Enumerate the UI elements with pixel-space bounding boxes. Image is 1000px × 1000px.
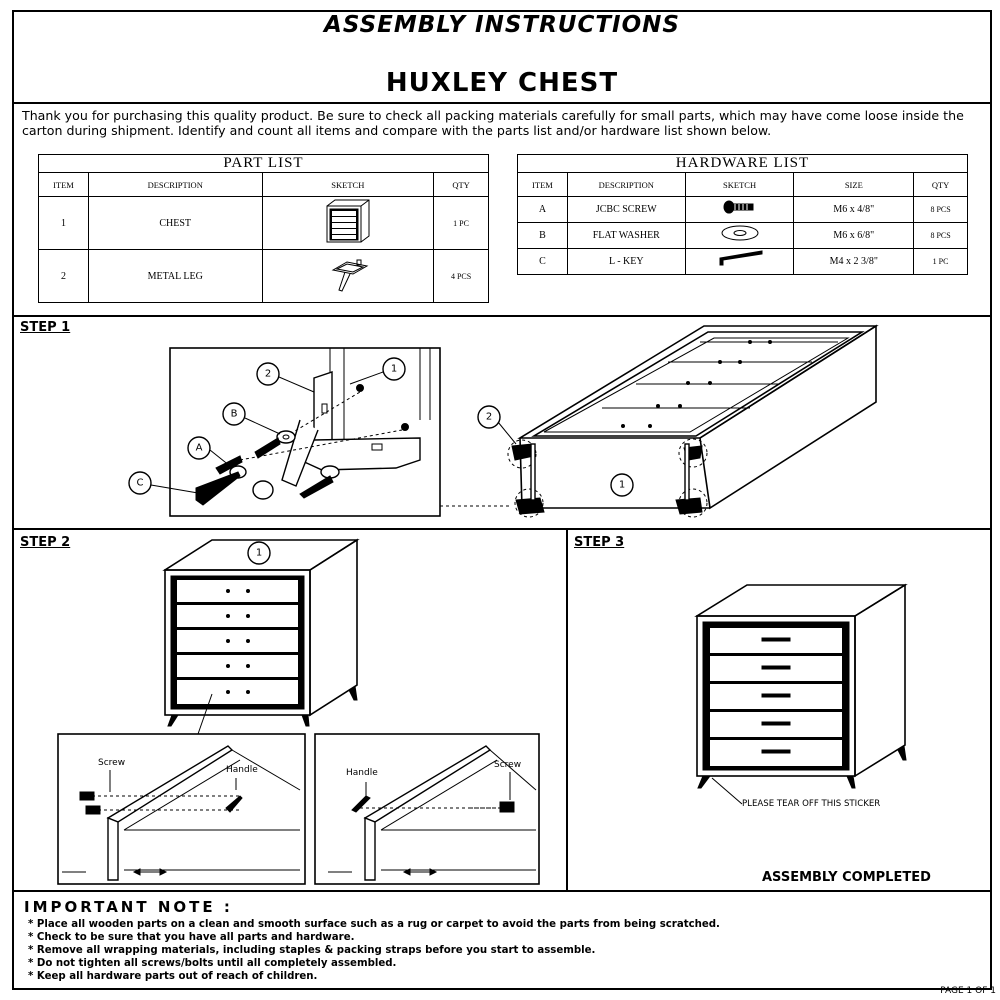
- document-title: ASSEMBLY INSTRUCTIONS: [324, 12, 680, 38]
- note-item: Do not tighten all screws/bolts until al…: [28, 957, 720, 970]
- hw-header-size: SIZE: [793, 172, 915, 197]
- part-item: 1: [38, 196, 89, 250]
- hw-item: B: [517, 222, 568, 249]
- svg-text:1: 1: [619, 480, 625, 491]
- hw-header-item: ITEM: [517, 172, 568, 197]
- part-description: METAL LEG: [87, 249, 263, 303]
- hardware-list-table: HARDWARE LIST ITEM DESCRIPTION SKETCH SI…: [517, 154, 968, 275]
- hardware-row: C L - KEY M4 x 2 3/8" 1 PC: [517, 248, 968, 275]
- screw-icon: [684, 196, 795, 223]
- note-item: Check to be sure that you have all parts…: [28, 931, 720, 944]
- parts-divider: [12, 315, 992, 317]
- hw-size: M4 x 2 3/8": [793, 248, 915, 275]
- part-row: 2 METAL LEG 4 PCS: [38, 249, 489, 303]
- hw-size: M6 x 6/8": [793, 222, 915, 249]
- callout-b: B: [222, 402, 281, 435]
- hw-description: FLAT WASHER: [566, 222, 686, 249]
- l-key-icon: [684, 248, 795, 275]
- drawer-detail-right-drawing: [328, 745, 537, 881]
- sticker-note: PLEASE TEAR OFF THIS STICKER: [742, 799, 881, 809]
- intro-text: Thank you for purchasing this quality pr…: [22, 108, 964, 138]
- chest-front-drawing: [162, 538, 360, 735]
- hw-description: L - KEY: [566, 248, 686, 275]
- svg-text:2: 2: [486, 412, 492, 423]
- part-header-qty: QTY: [433, 172, 489, 197]
- hw-header-qty: QTY: [913, 172, 968, 197]
- callout-1-chest: 1: [610, 473, 634, 497]
- drawer-detail-left-drawing: [62, 745, 301, 881]
- part-header-sketch: SKETCH: [261, 172, 435, 197]
- callout-1-step2: 1: [247, 541, 271, 565]
- screw-label-left: Screw: [98, 758, 126, 768]
- assembly-completed: ASSEMBLY COMPLETED: [762, 870, 931, 885]
- screw-label-right: Screw: [494, 760, 522, 770]
- note-item: Keep all hardware parts out of reach of …: [28, 970, 720, 983]
- handle-label-left: Handle: [226, 765, 258, 775]
- page-number: PAGE 1 OF 1: [940, 986, 996, 996]
- note-item: Remove all wrapping materials, including…: [28, 944, 720, 957]
- hw-item: C: [517, 248, 568, 275]
- part-row: 1 CHEST 1 PC: [38, 196, 489, 250]
- header-divider: [12, 102, 992, 104]
- important-note-title: IMPORTANT NOTE :: [24, 898, 233, 916]
- svg-text:1: 1: [391, 364, 397, 375]
- part-header-item: ITEM: [38, 172, 89, 197]
- callout-c: C: [128, 471, 199, 495]
- step1-label: STEP 1: [20, 320, 71, 335]
- completed-chest-drawing: [694, 583, 908, 805]
- part-qty: 4 PCS: [433, 249, 489, 303]
- hw-header-sketch: SKETCH: [684, 172, 795, 197]
- part-item: 2: [38, 249, 89, 303]
- handle-label-right: Handle: [346, 768, 378, 778]
- bracket-detail-drawing: [195, 348, 431, 506]
- part-header-description: DESCRIPTION: [87, 172, 263, 197]
- callout-2-chest: 2: [477, 405, 517, 445]
- step1-divider: [12, 528, 992, 530]
- svg-text:B: B: [231, 409, 238, 420]
- callout-a: A: [187, 436, 231, 467]
- step3-label: STEP 3: [574, 535, 625, 550]
- hw-qty: 1 PC: [913, 248, 968, 275]
- page-frame: [12, 10, 992, 990]
- chest-upside-down-drawing: [507, 324, 879, 518]
- callout-2: 2: [256, 362, 315, 393]
- steps-divider: [12, 890, 992, 892]
- svg-text:1: 1: [256, 548, 262, 559]
- svg-text:A: A: [196, 443, 203, 454]
- svg-text:2: 2: [265, 369, 271, 380]
- hw-qty: 8 PCS: [913, 222, 968, 249]
- metal-leg-sketch-icon: [261, 249, 435, 303]
- callout-1: 1: [349, 357, 406, 385]
- product-name: HUXLEY CHEST: [385, 68, 619, 98]
- hardware-row: B FLAT WASHER M6 x 6/8" 8 PCS: [517, 222, 968, 249]
- hw-item: A: [517, 196, 568, 223]
- note-item: Place all wooden parts on a clean and sm…: [28, 918, 720, 931]
- important-note-list: Place all wooden parts on a clean and sm…: [28, 918, 720, 983]
- step2-label: STEP 2: [20, 535, 71, 550]
- svg-text:C: C: [137, 478, 144, 489]
- step2-step3-divider: [566, 528, 568, 890]
- part-list-table: PART LIST ITEM DESCRIPTION SKETCH QTY 1 …: [38, 154, 489, 303]
